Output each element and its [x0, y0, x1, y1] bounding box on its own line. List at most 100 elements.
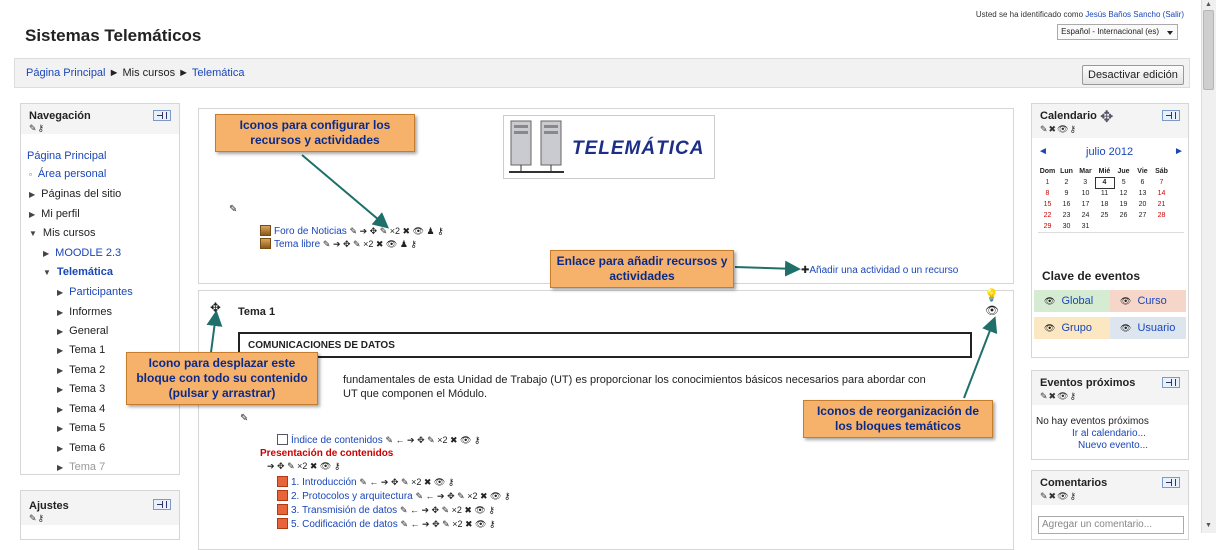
new-event-link[interactable]: Nuevo evento... [1078, 440, 1149, 451]
breadcrumb-mycourses[interactable]: Mis cursos [122, 67, 176, 79]
block-edit-icons[interactable]: ✎✖👁⚷ [1040, 491, 1078, 501]
forum-link[interactable]: Foro de Noticias [274, 226, 347, 237]
calendar-day[interactable]: 29 [1043, 223, 1052, 230]
nav-item-tema7[interactable]: ▶Tema 7 [57, 461, 105, 473]
legend-user-label[interactable]: Usuario [1137, 322, 1176, 334]
calendar-day[interactable]: 5 [1121, 179, 1126, 186]
calendar-day[interactable]: 21 [1157, 201, 1166, 208]
nav-profile[interactable]: ▶Mi perfil [29, 208, 80, 220]
logout-link[interactable]: (Salir) [1162, 10, 1184, 19]
calendar-day[interactable]: 1 [1045, 179, 1050, 186]
block-edit-icons[interactable]: ✎✖👁⚷ [1040, 124, 1078, 134]
legend-course[interactable]: 👁Curso [1110, 290, 1186, 312]
calendar-day[interactable]: 14 [1157, 190, 1166, 197]
legend-user[interactable]: 👁Usuario [1110, 317, 1186, 339]
nav-item-tema1[interactable]: ▶Tema 1 [57, 344, 105, 356]
calendar-day[interactable]: 13 [1138, 190, 1147, 197]
nav-course-telematica[interactable]: ▼Telemática [43, 266, 113, 278]
move-block-icon[interactable]: ✥ [1100, 109, 1114, 126]
calendar-day[interactable]: 2 [1064, 179, 1069, 186]
show-hide-eye-icon[interactable]: 👁 [985, 305, 999, 317]
nav-personal-label[interactable]: Área personal [37, 168, 107, 180]
activity-edit-icons[interactable]: ✎ ← ➔ ✥ ✎ ×2 ✖ 👁 ⚷ [415, 491, 511, 501]
legend-course-label[interactable]: Curso [1137, 295, 1167, 307]
dock-block-icon[interactable] [1162, 110, 1180, 121]
nav-item-tema3[interactable]: ▶Tema 3 [57, 383, 105, 395]
legend-global[interactable]: 👁Global [1034, 290, 1110, 312]
scrollbar-thumb[interactable] [1203, 10, 1214, 90]
resource-link[interactable]: 2. Protocolos y arquitectura [291, 491, 413, 502]
activity-edit-icons[interactable]: ✎ ← ➔ ✥ ✎ ×2 ✖ 👁 ⚷ [359, 477, 455, 487]
breadcrumb-course[interactable]: Telemática [191, 67, 245, 79]
nav-my-courses[interactable]: ▼Mis cursos [29, 227, 95, 239]
calendar-day[interactable]: 15 [1043, 201, 1052, 208]
dock-block-icon[interactable] [1162, 377, 1180, 388]
calendar-day[interactable]: 24 [1081, 212, 1090, 219]
nav-item-label[interactable]: Participantes [69, 286, 133, 298]
resource-link[interactable]: 1. Introducción [291, 477, 357, 488]
calendar-day[interactable]: 23 [1062, 212, 1071, 219]
activity-edit-icons[interactable]: ✎ ← ➔ ✥ ✎ ×2 ✖ 👁 ⚷ [399, 505, 495, 515]
dock-block-icon[interactable] [153, 499, 171, 510]
block-edit-icons[interactable]: ✎⚷ [29, 123, 46, 133]
calendar-day[interactable]: 26 [1119, 212, 1128, 219]
calendar-day[interactable]: 25 [1100, 212, 1109, 219]
calendar-month-link[interactable]: julio 2012 [1086, 146, 1134, 158]
nav-item-tema2[interactable]: ▶Tema 2 [57, 364, 105, 376]
summary-edit-icon[interactable]: ✎ [240, 413, 249, 424]
legend-group-label[interactable]: Grupo [1061, 322, 1093, 334]
calendar-day-today[interactable]: 4 [1094, 176, 1115, 189]
block-edit-icons[interactable]: ✎✖👁⚷ [1040, 391, 1078, 401]
dock-block-icon[interactable] [1162, 477, 1180, 488]
block-edit-icons[interactable]: ✎⚷ [29, 513, 46, 523]
calendar-day[interactable]: 19 [1119, 201, 1128, 208]
activity-edit-icons[interactable]: ✎ ← ➔ ✥ ✎ ×2 ✖ 👁 ⚷ [385, 435, 481, 445]
vertical-scrollbar[interactable] [1201, 0, 1216, 533]
nav-home-link[interactable]: Página Principal [27, 150, 107, 162]
legend-group[interactable]: 👁Grupo [1034, 317, 1110, 339]
legend-global-label[interactable]: Global [1061, 295, 1094, 307]
free-topic-link[interactable]: Tema libre [274, 239, 321, 250]
calendar-day[interactable]: 22 [1043, 212, 1052, 219]
scroll-up-arrow-icon[interactable]: ▲ [1205, 1, 1212, 8]
nav-item-tema5[interactable]: ▶Tema 5 [57, 422, 105, 434]
nav-site-pages[interactable]: ▶Páginas del sitio [29, 188, 121, 200]
nav-item-tema6[interactable]: ▶Tema 6 [57, 442, 105, 454]
activity-edit-icons[interactable]: ✎ ➔ ✥ ✎ ×2 ✖ 👁 ♟ ⚷ [349, 226, 444, 236]
calendar-day[interactable]: 11 [1100, 190, 1109, 198]
calendar-day[interactable]: 3 [1083, 179, 1088, 186]
calendar-day[interactable]: 12 [1119, 190, 1128, 197]
scroll-down-arrow-icon[interactable]: ▼ [1205, 522, 1212, 529]
language-select[interactable]: Español - Internacional (es) [1057, 24, 1178, 40]
calendar-day[interactable]: 30 [1062, 223, 1071, 230]
calendar-day[interactable]: 27 [1138, 212, 1147, 219]
calendar-next-month[interactable]: ► [1174, 146, 1184, 157]
resource-link[interactable]: 3. Transmisión de datos [291, 505, 398, 516]
dock-block-icon[interactable] [153, 110, 171, 121]
calendar-day[interactable]: 20 [1138, 201, 1147, 208]
add-activity-label[interactable]: Añadir una actividad o un recurso [809, 265, 959, 276]
calendar-day[interactable]: 18 [1100, 201, 1109, 208]
calendar-day[interactable]: 6 [1140, 179, 1145, 186]
calendar-day[interactable]: 8 [1045, 190, 1050, 197]
highlight-icon[interactable]: 💡 [984, 288, 999, 302]
section-edit-icon[interactable]: ✎ [229, 204, 238, 215]
nav-item-tema4[interactable]: ▶Tema 4 [57, 403, 105, 415]
toggle-editing-button[interactable]: Desactivar edición [1082, 65, 1184, 85]
nav-item-reports[interactable]: ▶Informes [57, 306, 112, 318]
comment-input[interactable]: Agregar un comentario... [1038, 516, 1184, 534]
nav-course-moodle[interactable]: ▶MOODLE 2.3 [43, 247, 121, 259]
add-activity-link[interactable]: ✚Añadir una actividad o un recurso [801, 265, 958, 276]
nav-item-general[interactable]: ▶General [57, 325, 108, 337]
calendar-day[interactable]: 28 [1157, 212, 1166, 219]
breadcrumb-home[interactable]: Página Principal [26, 67, 106, 79]
resource-link[interactable]: 5. Codificación de datos [291, 519, 398, 530]
calendar-prev-month[interactable]: ◄ [1038, 146, 1048, 157]
calendar-day[interactable]: 31 [1081, 223, 1090, 230]
nav-personal-area[interactable]: ▫Área personal [29, 168, 106, 180]
label-edit-icons[interactable]: ➔ ✥ ✎ ×2 ✖ 👁 ⚷ [267, 461, 341, 471]
calendar-day[interactable]: 9 [1064, 190, 1069, 197]
calendar-day[interactable]: 10 [1081, 190, 1090, 197]
login-user-link[interactable]: Jesús Baños Sancho [1085, 10, 1161, 19]
move-section-icon[interactable]: ✥ [210, 300, 221, 315]
